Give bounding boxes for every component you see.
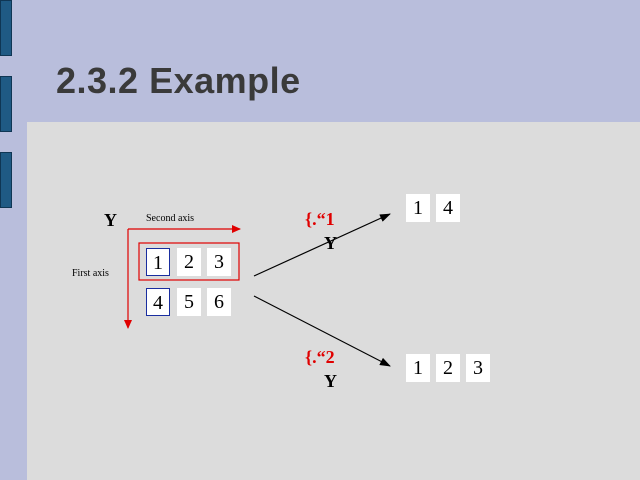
result-bottom-cell-1: 1 xyxy=(406,354,430,382)
left-decoration-bar xyxy=(0,0,12,480)
slide-content-area xyxy=(27,122,640,480)
row-highlight-box xyxy=(138,242,240,281)
result-top-cell-2: 4 xyxy=(436,194,460,222)
operator-bottom-symbol: {.“2 xyxy=(305,347,335,367)
matrix-cell-r2c1: 4 xyxy=(146,288,170,316)
result-bottom-cell-3: 3 xyxy=(466,354,490,382)
operator-top-sub: Y xyxy=(324,233,337,253)
bar-tab-3 xyxy=(0,152,12,208)
matrix-cell-r2c2: 5 xyxy=(177,288,201,316)
matrix-cell-r1c3: 3 xyxy=(207,248,231,276)
operator-top-symbol: {.“1 xyxy=(305,209,335,229)
bar-tab-2 xyxy=(0,76,12,132)
arrow-to-bottom-result xyxy=(253,295,391,367)
second-axis-label: Second axis xyxy=(146,213,195,224)
matrix-cell-r2c3: 6 xyxy=(207,288,231,316)
matrix-cell-r1c1: 1 xyxy=(146,248,170,276)
first-axis-label: First axis xyxy=(72,268,109,279)
matrix-cell-r1c2: 2 xyxy=(177,248,201,276)
arrow-to-top-result xyxy=(253,213,391,277)
slide-title: 2.3.2 Example xyxy=(56,60,301,101)
operator-bottom-sub: Y xyxy=(324,371,337,391)
result-top-cell-1: 1 xyxy=(406,194,430,222)
result-bottom-cell-2: 2 xyxy=(436,354,460,382)
bar-tab-1 xyxy=(0,0,12,56)
source-symbol: Y xyxy=(104,210,117,230)
